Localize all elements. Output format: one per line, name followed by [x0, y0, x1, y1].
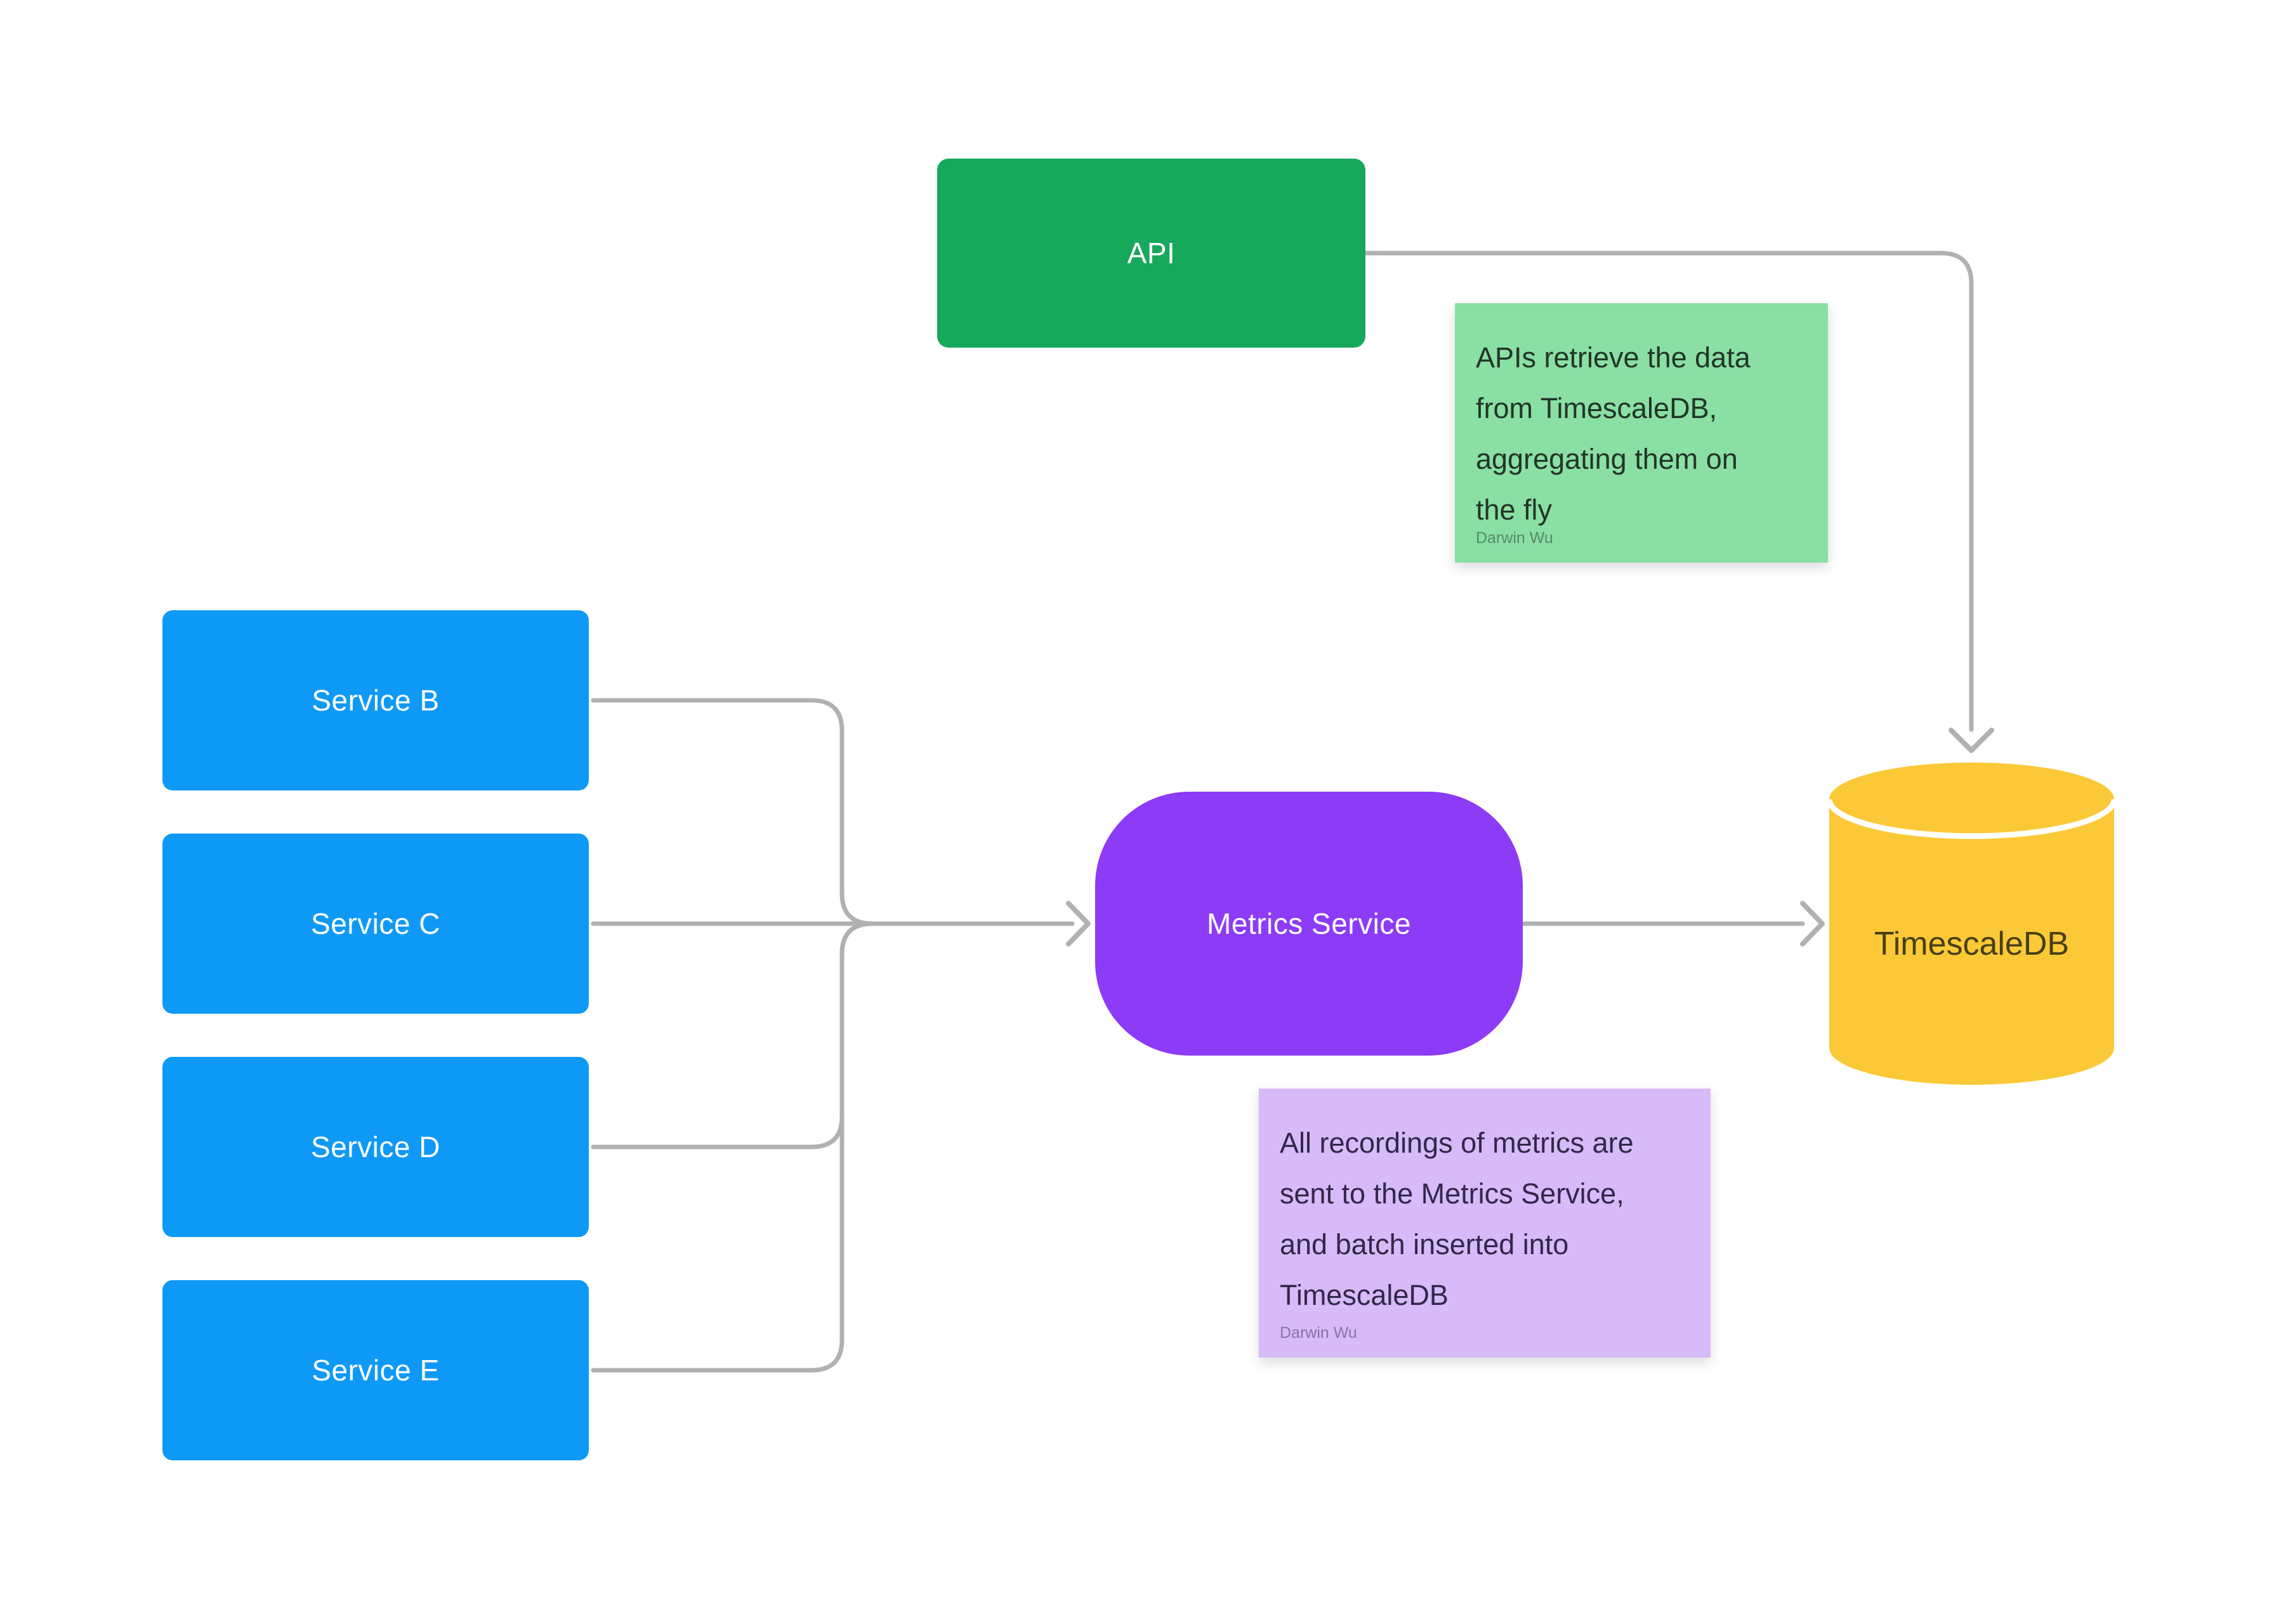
node-service-e[interactable]: Service E [162, 1280, 589, 1460]
node-service-c[interactable]: Service C [162, 834, 589, 1014]
sticky-note-api[interactable]: APIs retrieve the data from TimescaleDB,… [1455, 303, 1828, 563]
edge-service-d-to-metrics [591, 921, 875, 1149]
node-metrics-service-label: Metrics Service [1207, 907, 1411, 940]
node-api[interactable]: API [937, 159, 1365, 348]
sticky-note-api-author: Darwin Wu [1476, 529, 1553, 547]
arrowhead-into-db-left-icon [1800, 901, 1825, 946]
node-service-d-label: Service D [311, 1130, 440, 1163]
sticky-note-metrics-line: TimescaleDB [1280, 1279, 1449, 1311]
node-service-e-label: Service E [312, 1354, 440, 1387]
node-service-c-label: Service C [311, 907, 440, 940]
node-timescaledb-label[interactable]: TimescaleDB [1829, 925, 2114, 963]
db-label-text: TimescaleDB [1874, 926, 2070, 962]
sticky-note-api-line: APIs retrieve the data [1476, 341, 1751, 374]
sticky-note-metrics-line: and batch inserted into [1280, 1228, 1569, 1261]
db-cylinder-shape [1829, 763, 2114, 1085]
arrowhead-into-metrics-icon [1066, 901, 1091, 946]
node-api-label: API [1127, 237, 1176, 270]
edge-service-e-to-metrics [591, 921, 875, 1373]
node-service-b[interactable]: Service B [162, 610, 589, 790]
sticky-note-metrics-author: Darwin Wu [1280, 1324, 1357, 1342]
db-cylinder[interactable] [1826, 763, 2117, 1085]
edge-service-b-to-metrics [591, 698, 875, 926]
node-service-b-label: Service B [312, 684, 440, 717]
arrowhead-into-db-top-icon [1949, 728, 1994, 753]
sticky-note-metrics-line: All recordings of metrics are [1280, 1127, 1634, 1159]
node-service-d[interactable]: Service D [162, 1057, 589, 1237]
sticky-note-api-line: the fly [1476, 494, 1553, 526]
db-cylinder-lid-divider [1826, 799, 2117, 839]
sticky-note-api-line: from TimescaleDB, [1476, 392, 1718, 424]
node-metrics-service[interactable]: Metrics Service [1095, 792, 1523, 1056]
edge-api-to-db [1363, 251, 1974, 732]
sticky-note-api-line: aggregating them on [1476, 443, 1738, 475]
sticky-note-metrics-line: sent to the Metrics Service, [1280, 1177, 1624, 1210]
sticky-note-metrics[interactable]: All recordings of metrics are sent to th… [1259, 1089, 1711, 1358]
